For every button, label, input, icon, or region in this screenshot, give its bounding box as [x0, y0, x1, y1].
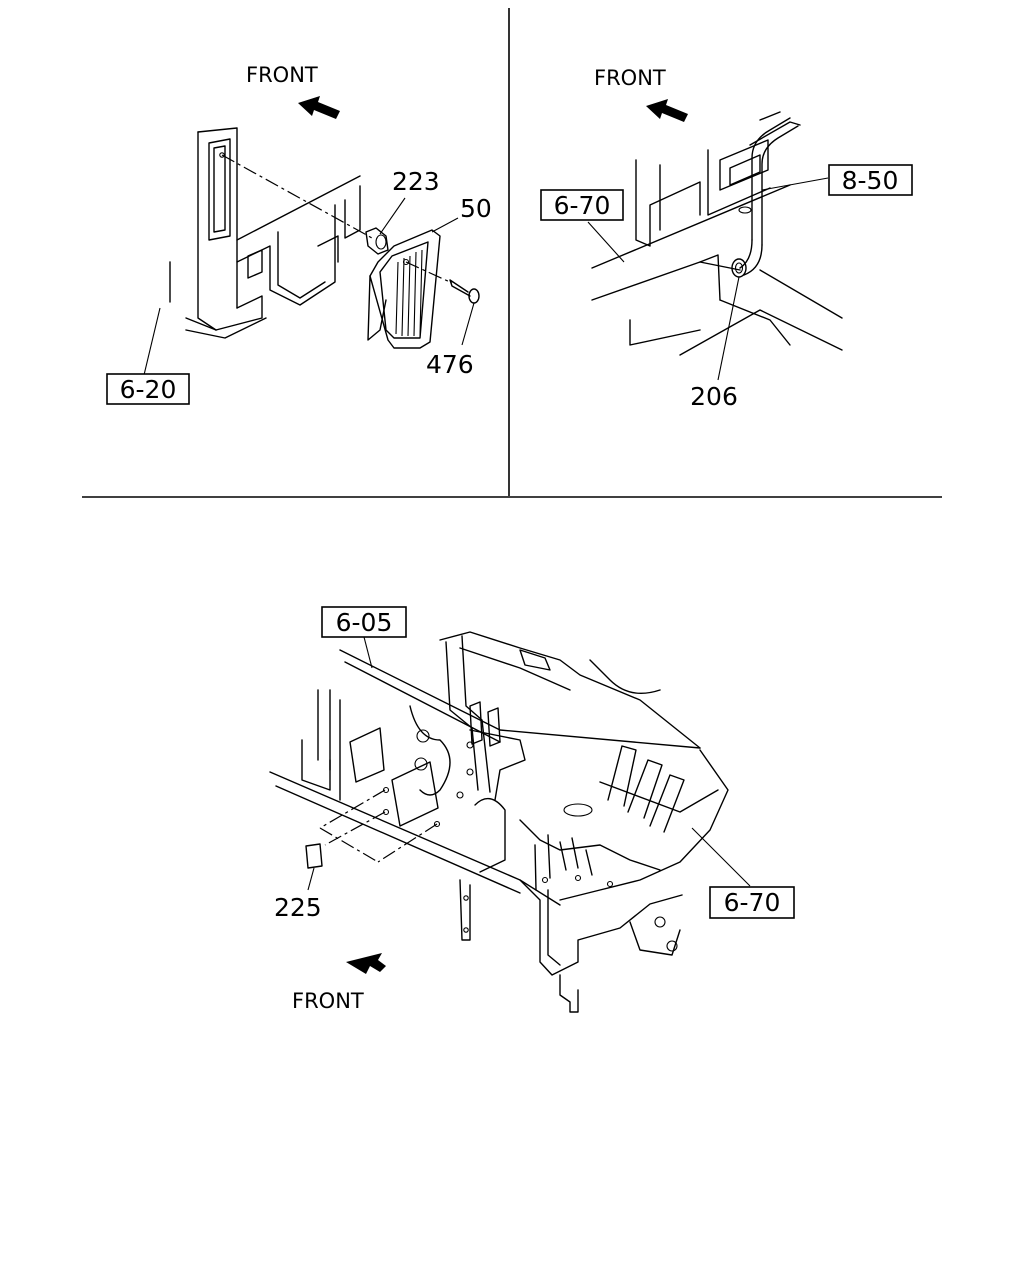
panel-bottom: 6-05 [269, 606, 795, 1013]
part-476: 476 [426, 350, 474, 379]
screw-476 [449, 279, 480, 304]
body-pillar-drawing [169, 127, 361, 339]
svg-text:6-05: 6-05 [336, 608, 393, 637]
front-arrow-icon-2 [646, 99, 688, 122]
svg-text:6-20: 6-20 [120, 375, 177, 404]
pipe-8-50 [739, 117, 799, 276]
ref-box-6-70-top: 6-70 [540, 189, 624, 221]
frame-drawing [591, 111, 843, 356]
ref-box-6-05: 6-05 [321, 606, 407, 638]
ref-box-6-20: 6-20 [106, 373, 190, 405]
front-label-top-left: FRONT [246, 63, 318, 87]
clip-223 [365, 227, 389, 255]
grille-50 [367, 229, 441, 349]
front-structure-drawing [269, 631, 729, 1013]
front-arrow-icon-3 [346, 953, 386, 974]
part-206: 206 [690, 382, 738, 411]
svg-text:6-70: 6-70 [724, 888, 781, 917]
front-label-bottom: FRONT [292, 989, 364, 1013]
ref-box-8-50: 8-50 [828, 164, 913, 196]
patch-225 [305, 843, 323, 869]
front-label-top-right: FRONT [594, 66, 666, 90]
part-225: 225 [274, 893, 322, 922]
part-223: 223 [392, 167, 440, 196]
panel-top-left: FRONT [106, 63, 492, 405]
svg-text:6-70: 6-70 [554, 191, 611, 220]
grommet-206 [731, 258, 747, 278]
ref-box-6-70-bottom: 6-70 [709, 886, 795, 919]
panel-top-right: FRONT [540, 66, 913, 411]
front-arrow-icon [298, 96, 340, 119]
part-50: 50 [460, 194, 492, 223]
svg-text:8-50: 8-50 [842, 166, 899, 195]
